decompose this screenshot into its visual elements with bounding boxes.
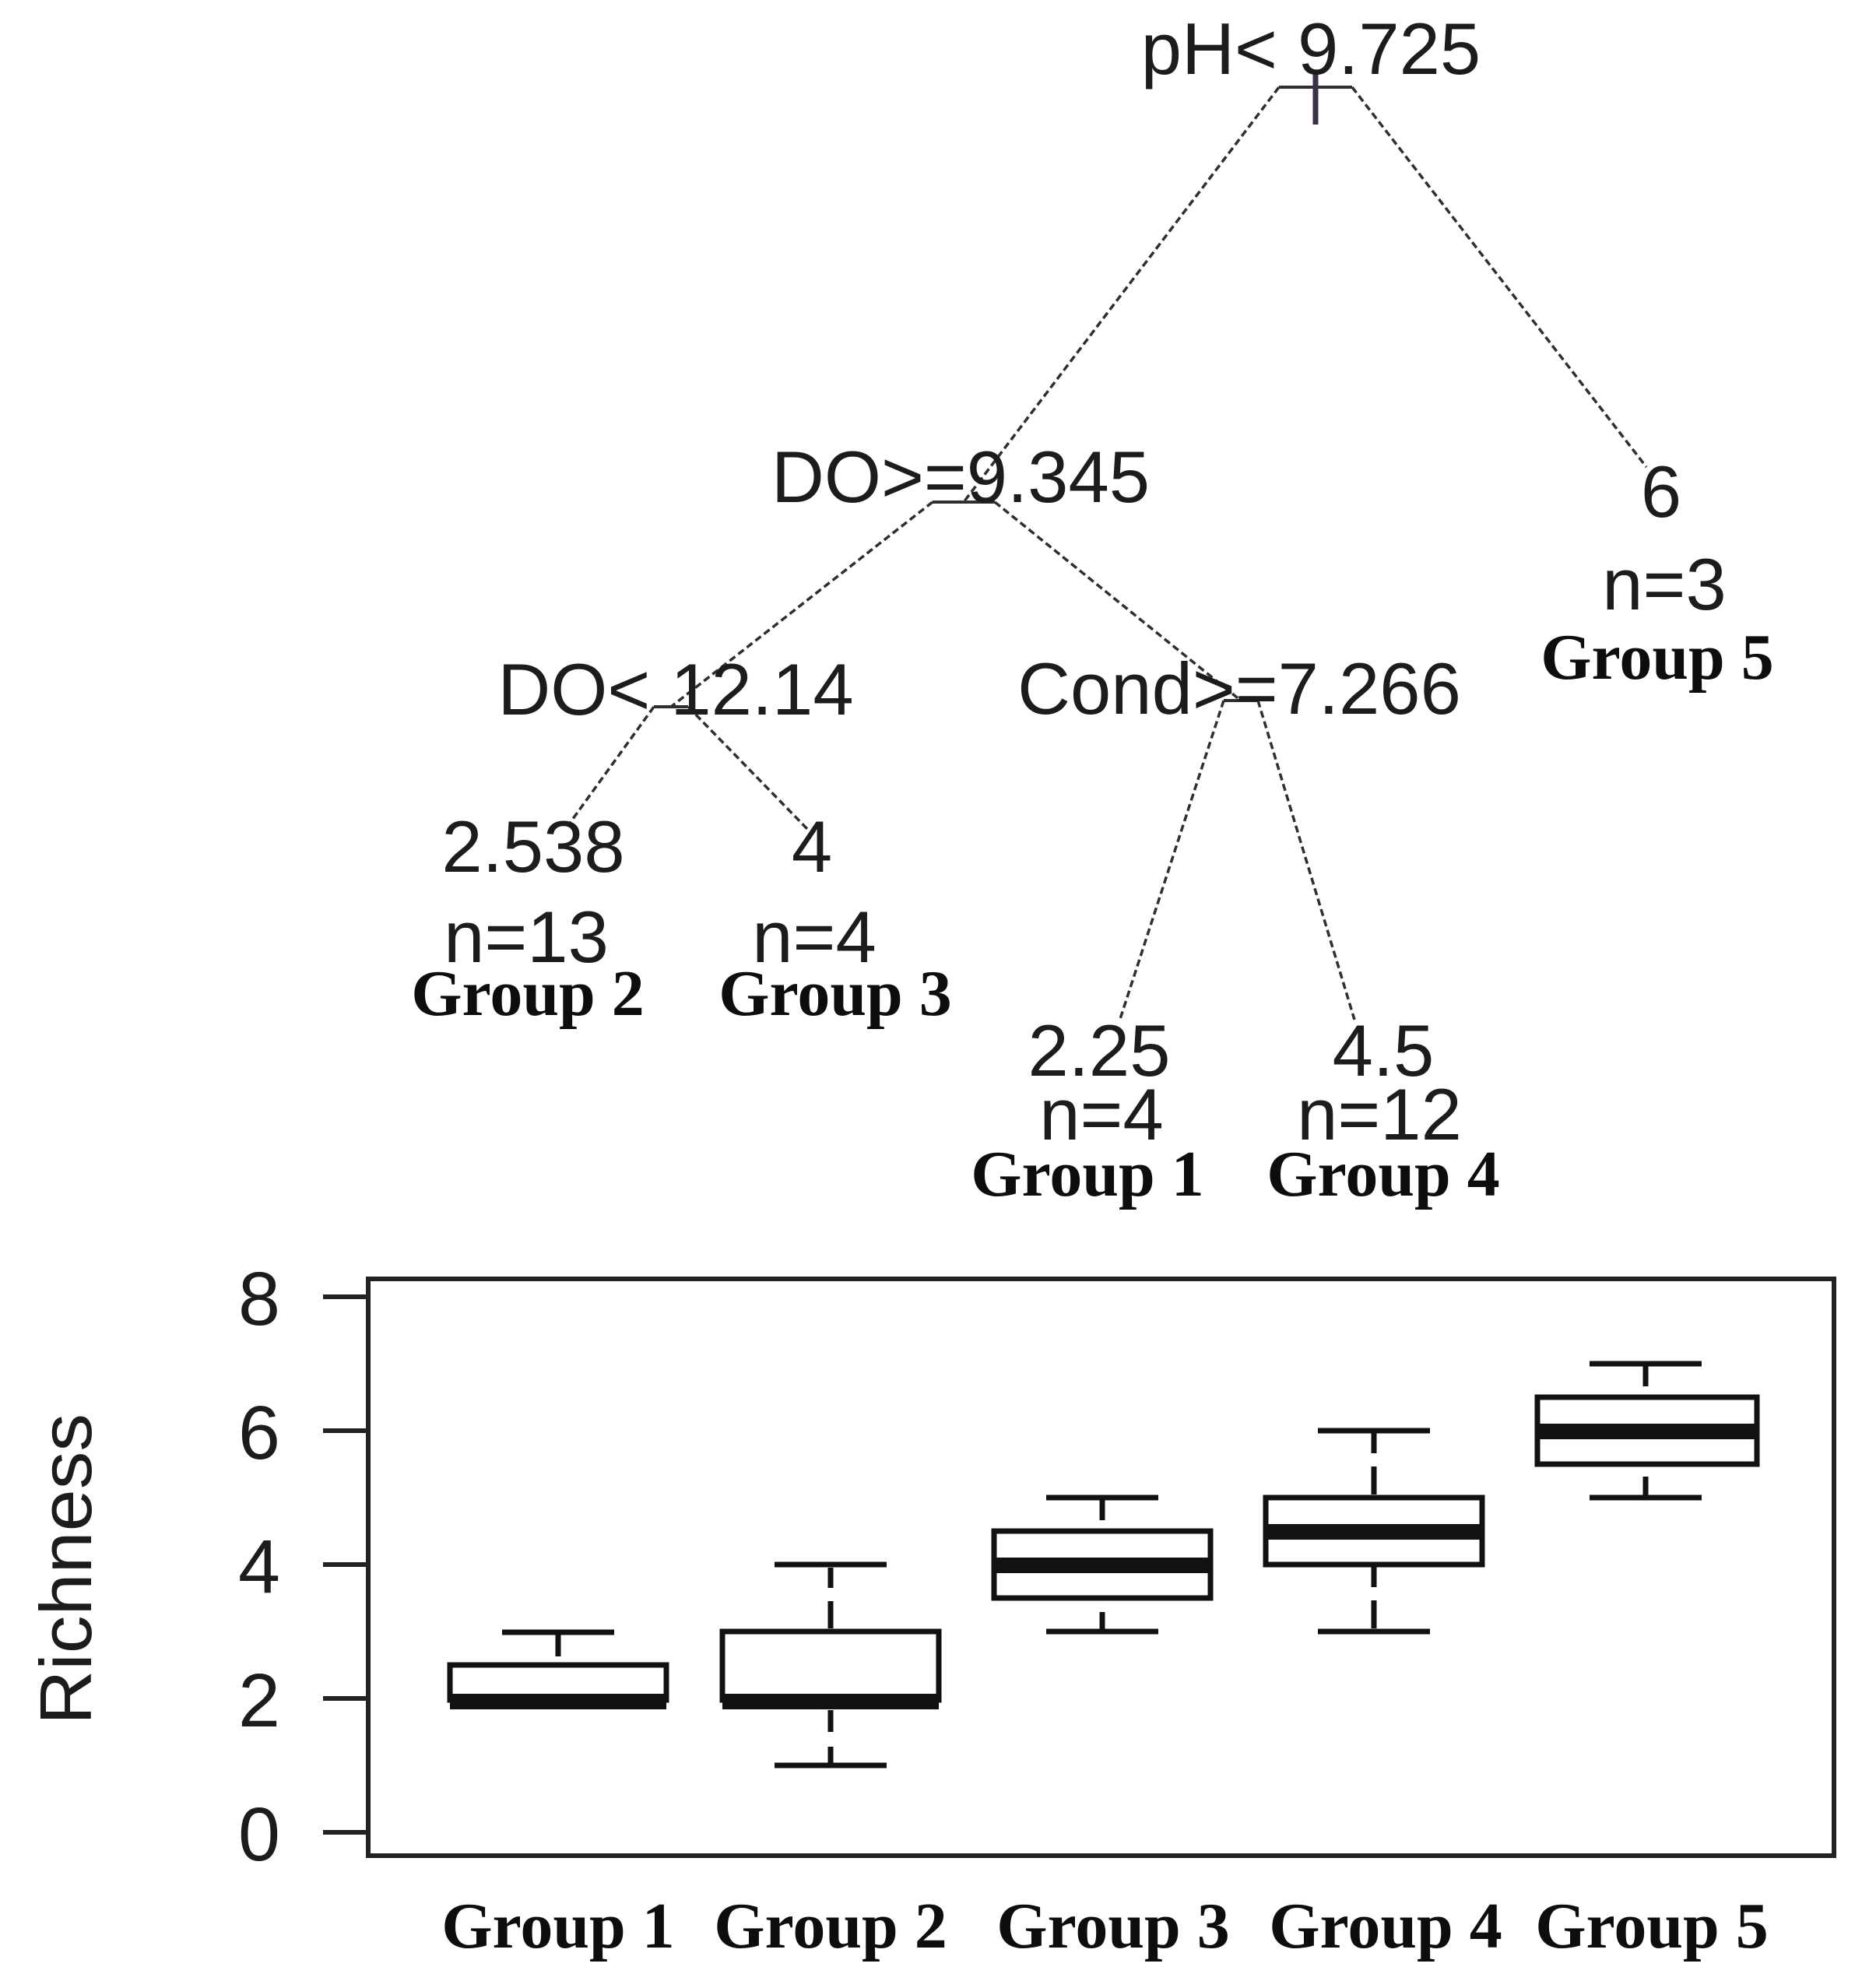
svg-text:2.538: 2.538	[441, 806, 624, 887]
svg-text:4: 4	[792, 806, 832, 887]
svg-text:Group 2: Group 2	[714, 1890, 947, 1962]
svg-text:4: 4	[238, 1524, 280, 1609]
svg-text:Cond>=7.266: Cond>=7.266	[1017, 648, 1461, 729]
svg-text:DO< 12.14: DO< 12.14	[497, 648, 853, 730]
svg-text:Group 2: Group 2	[411, 957, 645, 1030]
svg-text:Group 1: Group 1	[441, 1890, 675, 1962]
svg-text:Group 4: Group 4	[1269, 1890, 1502, 1962]
svg-text:8: 8	[238, 1256, 280, 1341]
svg-text:Group 5: Group 5	[1535, 1890, 1769, 1962]
svg-text:n=4: n=4	[1039, 1073, 1163, 1155]
svg-text:0: 0	[238, 1792, 280, 1877]
svg-text:DO>=9.345: DO>=9.345	[771, 436, 1150, 518]
svg-text:6: 6	[1641, 451, 1681, 532]
svg-text:2: 2	[238, 1658, 280, 1743]
svg-text:Group 3: Group 3	[718, 957, 952, 1030]
svg-text:4.5: 4.5	[1333, 1010, 1435, 1091]
svg-text:Group 3: Group 3	[996, 1890, 1230, 1962]
svg-text:n=4: n=4	[752, 896, 876, 978]
svg-text:n=12: n=12	[1297, 1073, 1462, 1155]
svg-text:Group 1: Group 1	[971, 1138, 1204, 1210]
svg-text:Group 5: Group 5	[1541, 621, 1774, 694]
svg-text:Richness: Richness	[25, 1414, 107, 1725]
svg-text:Group 4: Group 4	[1267, 1138, 1500, 1210]
svg-text:6: 6	[238, 1390, 280, 1475]
svg-text:pH< 9.725: pH< 9.725	[1141, 8, 1481, 90]
svg-text:n=3: n=3	[1602, 543, 1726, 625]
svg-text:2.25: 2.25	[1028, 1010, 1171, 1091]
svg-text:n=13: n=13	[444, 896, 609, 978]
